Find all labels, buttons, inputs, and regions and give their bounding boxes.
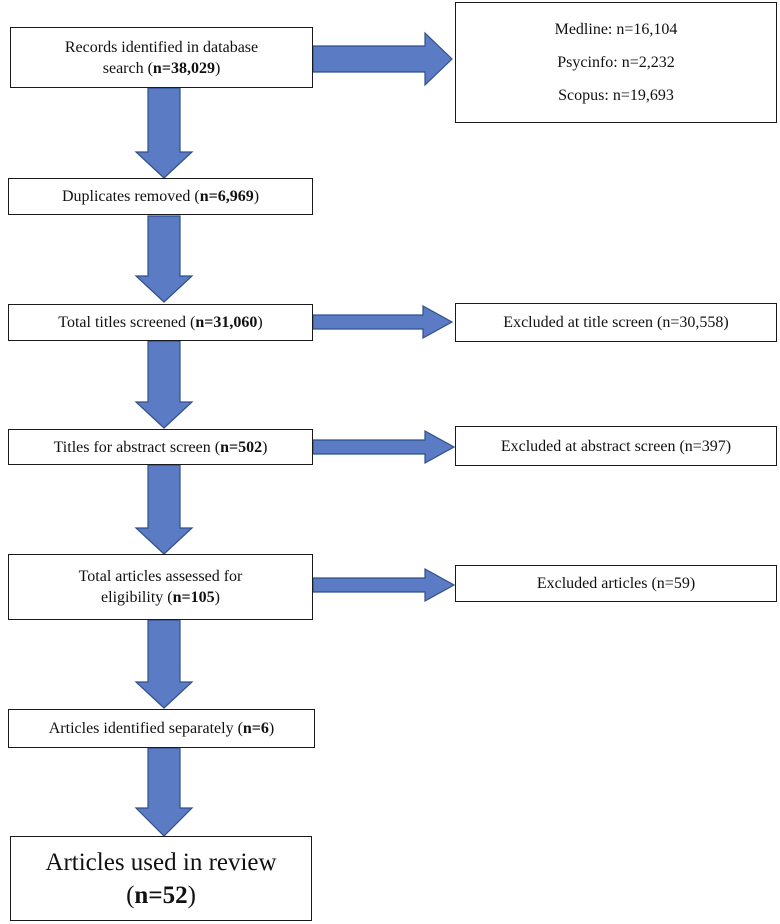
excluded-title-text: Excluded at title screen (n=30,558): [503, 314, 729, 331]
duplicates-removed-box: Duplicates removed (n=6,969): [8, 178, 313, 215]
down-arrow-abstract-to-eligibility: [134, 464, 194, 555]
identified-separately-box: Articles identified separately (n=6): [8, 709, 315, 748]
final-line1: Articles used in review: [45, 848, 277, 876]
articles-used-box: Articles used in review (n=52): [10, 836, 312, 921]
excluded-articles-text: Excluded articles (n=59): [536, 575, 696, 592]
down-arrow-duplicates-to-titles: [134, 215, 194, 303]
eligibility-line2: eligibility (n=105): [101, 589, 220, 606]
titles-screened-text: Total titles screened (n=31,060): [58, 314, 263, 331]
excluded-abstract-screen-box: Excluded at abstract screen (n=397): [455, 426, 777, 466]
psycinfo-count: Psycinfo: n=2,232: [557, 54, 675, 71]
right-arrow-titles-to-excluded: [312, 304, 454, 340]
abstract-screen-box: Titles for abstract screen (n=502): [8, 429, 313, 465]
excluded-articles-box: Excluded articles (n=59): [455, 565, 777, 602]
abstract-screen-text: Titles for abstract screen (n=502): [53, 438, 268, 456]
right-arrow-eligibility-to-excluded: [312, 567, 456, 603]
eligibility-line1: Total articles assessed for: [78, 568, 243, 585]
down-arrow-records-to-duplicates: [134, 87, 194, 179]
final-line2: (n=52): [126, 881, 196, 909]
scopus-count: Scopus: n=19,693: [558, 87, 674, 104]
down-arrow-eligibility-to-separately: [134, 619, 194, 709]
right-arrow-abstract-to-excluded: [312, 429, 456, 465]
separately-text: Articles identified separately (n=6): [48, 720, 275, 737]
medline-count: Medline: n=16,104: [554, 21, 678, 38]
database-sources-box: Medline: n=16,104 Psycinfo: n=2,232 Scop…: [455, 2, 777, 123]
excluded-title-screen-box: Excluded at title screen (n=30,558): [455, 303, 777, 342]
down-arrow-titles-to-abstract: [134, 340, 194, 429]
down-arrow-separately-to-final: [134, 747, 194, 837]
excluded-abstract-text: Excluded at abstract screen (n=397): [500, 437, 732, 455]
titles-screened-box: Total titles screened (n=31,060): [8, 304, 313, 341]
right-arrow-records-to-sources: [312, 31, 453, 87]
records-line1: Records identified in database: [64, 38, 259, 56]
records-line2: search (n=38,029): [102, 59, 221, 77]
eligibility-box: Total articles assessed for eligibility …: [8, 554, 313, 620]
duplicates-text: Duplicates removed (n=6,969): [61, 188, 260, 205]
records-identified-box: Records identified in database search (n…: [10, 27, 313, 88]
